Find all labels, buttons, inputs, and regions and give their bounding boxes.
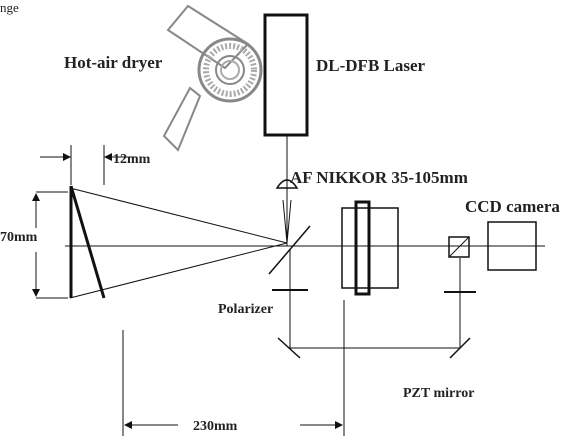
dim-230mm-label: 230mm (193, 419, 238, 434)
dim-12mm-label: 12mm (113, 152, 151, 167)
imaging-lens-assembly (341, 200, 399, 296)
target-plate (69, 185, 106, 299)
camera-box-icon (487, 221, 537, 271)
polarizer-label: Polarizer (218, 302, 273, 317)
lens-label: AF NIKKOR 35-105mm (290, 168, 468, 187)
laser-box-icon (263, 13, 309, 137)
ccd-camera-label: CCD camera (465, 197, 560, 216)
pzt-mirror-label: PZT mirror (403, 386, 474, 401)
dim-70mm-label: 70mm (0, 230, 38, 245)
hot-air-dryer-label: Hot-air dryer (64, 53, 163, 72)
laser-label: DL-DFB Laser (316, 56, 426, 75)
hair-dryer-icon (162, 4, 263, 152)
cube-splitter-icon (448, 236, 470, 258)
top-left-fragment-text: nge (0, 0, 19, 15)
lower-left-mirror (277, 337, 301, 359)
